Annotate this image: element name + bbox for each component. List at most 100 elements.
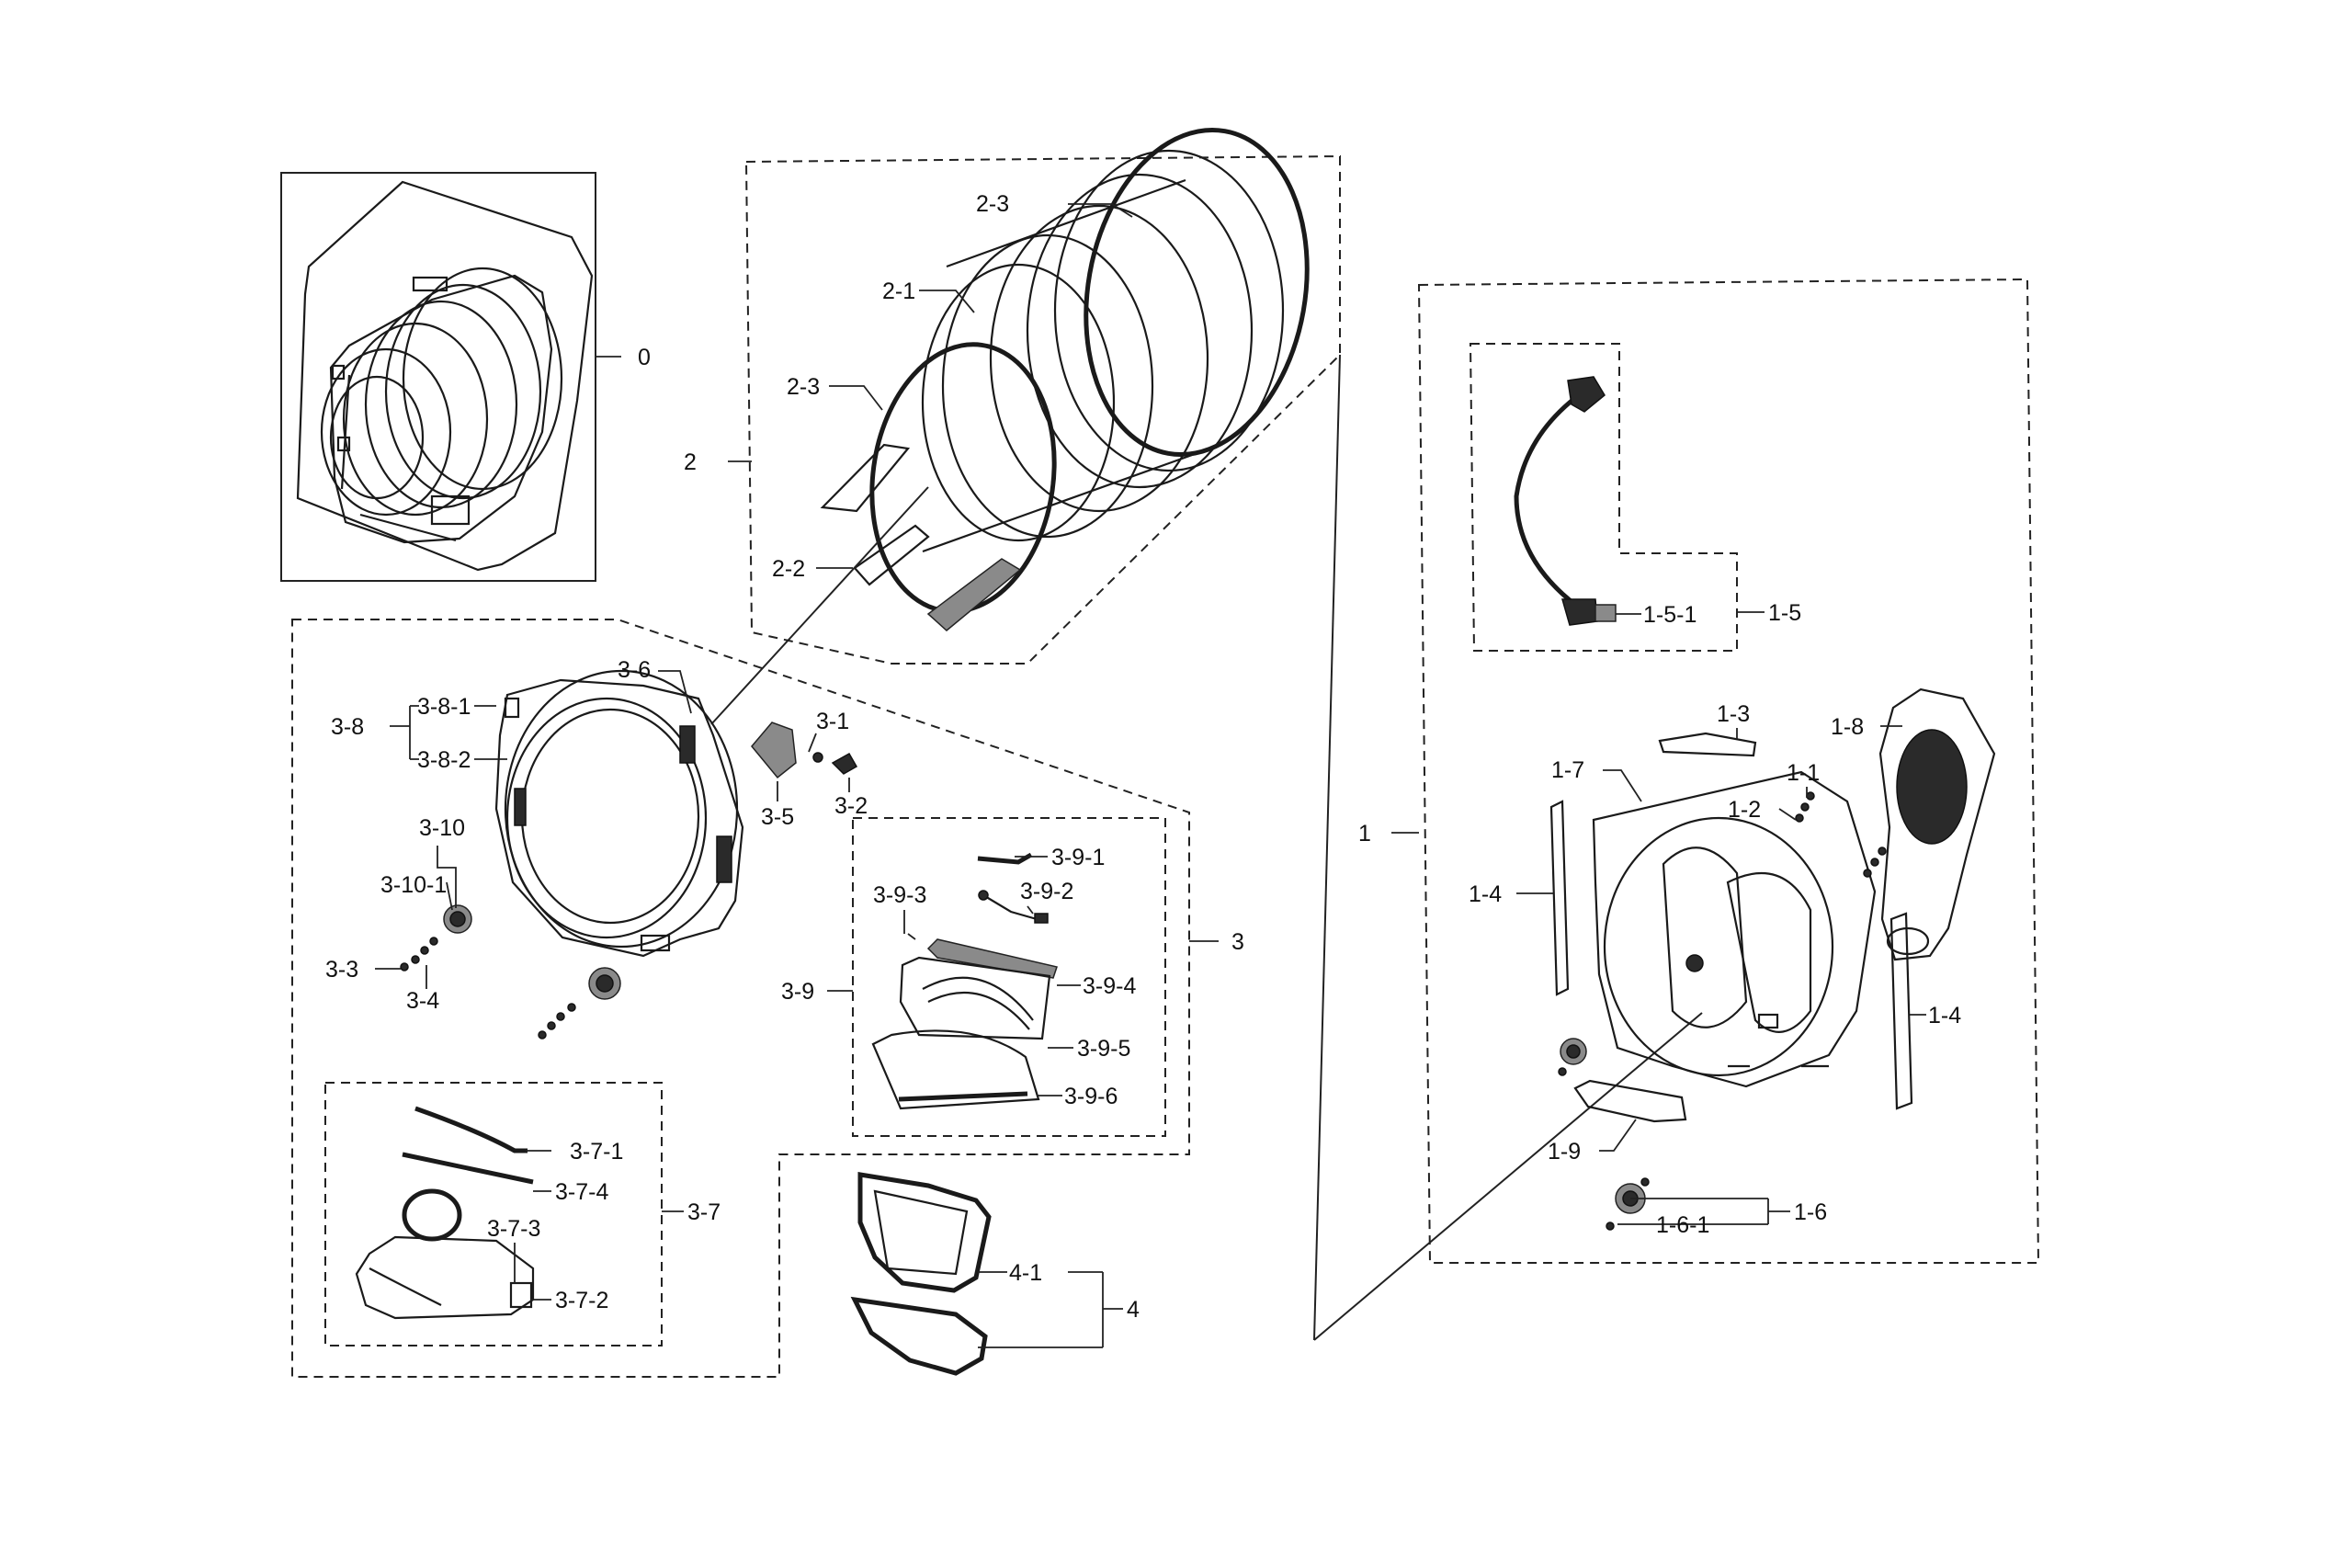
group-0-outline — [296, 180, 594, 572]
label-2-3-top: 2-3 — [976, 191, 1009, 217]
harness-connector-bottom — [1561, 598, 1598, 626]
wire-harness — [1514, 387, 1588, 608]
leader-2-3-left — [829, 385, 883, 411]
label-3-9: 3-9 — [781, 979, 814, 1005]
label-1-7: 1-7 — [1551, 757, 1584, 783]
label-3-9-1: 3-9-1 — [1051, 845, 1105, 870]
duct-ring-seal — [402, 1188, 462, 1242]
latch-clip — [831, 752, 858, 775]
label-2-1: 2-1 — [882, 278, 915, 304]
side-bracket-right — [1889, 912, 1913, 1110]
label-3-7: 3-7 — [687, 1199, 721, 1225]
filter-outer-frame — [857, 1172, 992, 1293]
duct-seal-strip — [402, 1152, 534, 1185]
duct-seal-top — [414, 1106, 528, 1153]
drum-lifter-middle — [853, 524, 930, 586]
label-1-1: 1-1 — [1787, 760, 1820, 786]
front-drum-ring — [869, 342, 1057, 614]
label-4-1: 4-1 — [1009, 1260, 1042, 1286]
connector-to-bearing — [1313, 1012, 1703, 1341]
screw-set-upper — [400, 937, 438, 971]
latch-screw — [812, 752, 823, 763]
drum-lifter-lower — [926, 558, 1022, 631]
group-3-9-frame — [852, 817, 1166, 1137]
label-2-2: 2-2 — [772, 556, 805, 582]
drum-body — [921, 149, 1285, 553]
group-2-drum: 2 2-3 2-1 2-3 2-2 — [684, 128, 1341, 665]
group-3-7-frame — [324, 1082, 663, 1346]
lower-bracket — [1573, 1079, 1687, 1123]
side-bracket-left — [1549, 800, 1570, 996]
bracket-3-8 — [390, 705, 419, 760]
label-3-7-2: 3-7-2 — [555, 1288, 608, 1313]
label-2-3-left: 2-3 — [787, 374, 820, 400]
label-3-9-2: 3-9-2 — [1020, 879, 1073, 904]
label-3-10: 3-10 — [419, 815, 465, 841]
group-3-front: 3 3-6 3-8 — [291, 619, 1244, 1378]
rear-duct-cover — [1878, 687, 1996, 961]
group-1-5-frame — [1469, 343, 1738, 652]
leader-2-1 — [919, 290, 975, 313]
label-3-3: 3-3 — [325, 957, 358, 983]
label-1-5: 1-5 — [1768, 600, 1801, 626]
rear-panel — [1592, 770, 1877, 1088]
filter-sensor-wire — [982, 894, 1038, 921]
group-3-7-duct: 3-7-1 3-7-4 3-7-3 3-7-2 3-7 — [324, 1082, 721, 1346]
filter-guide-housing — [899, 956, 1051, 1040]
connector-drum-to-3 — [710, 486, 929, 725]
group-2-frame — [744, 154, 1341, 665]
duct-body — [355, 1235, 535, 1320]
filter-guide-lower — [871, 1029, 1040, 1110]
bracket-1-6 — [1617, 1198, 1790, 1225]
label-3: 3 — [1231, 929, 1244, 955]
label-1-6-1: 1-6-1 — [1656, 1212, 1709, 1238]
label-1-3: 1-3 — [1717, 701, 1750, 727]
label-3-6: 3-6 — [618, 657, 651, 683]
label-3-2: 3-2 — [834, 793, 868, 819]
label-3-8-2: 3-8-2 — [417, 747, 471, 773]
door-latch — [751, 722, 797, 779]
leader-2-3-top — [1068, 203, 1133, 218]
rear-drum-ring — [1084, 128, 1310, 457]
label-3-5: 3-5 — [761, 804, 794, 830]
label-3-9-3: 3-9-3 — [873, 882, 926, 908]
label-3-7-4: 3-7-4 — [555, 1179, 608, 1205]
group-0-assembly: 0 — [280, 172, 651, 582]
label-3-4: 3-4 — [406, 988, 439, 1014]
filter-inner-screen — [850, 1296, 988, 1376]
label-1-8: 1-8 — [1831, 714, 1864, 740]
label-1-4-left: 1-4 — [1469, 881, 1502, 907]
label-3-9-4: 3-9-4 — [1083, 973, 1136, 999]
group-0-frame — [280, 172, 596, 582]
label-4: 4 — [1127, 1297, 1140, 1323]
label-2: 2 — [684, 449, 697, 475]
label-3-9-6: 3-9-6 — [1064, 1084, 1118, 1109]
group-1-rear: 1 1-5-1 1-5 — [1358, 278, 2040, 1264]
leader-3-6 — [658, 670, 692, 714]
label-1-5-1: 1-5-1 — [1643, 602, 1696, 628]
filter-guide-upper — [926, 938, 1058, 979]
rear-duct-mesh — [1896, 729, 1968, 845]
label-3-1: 3-1 — [816, 709, 849, 734]
label-1: 1 — [1358, 821, 1371, 846]
connector-drum-to-1 — [1313, 354, 1341, 1341]
screw-set-lower — [538, 1003, 576, 1040]
label-1-9: 1-9 — [1548, 1139, 1581, 1165]
group-4-filter: 4-1 4 — [850, 1172, 1140, 1376]
top-bracket — [1658, 732, 1757, 757]
label-0: 0 — [638, 345, 651, 370]
drum-assembly-illustration — [320, 267, 563, 544]
label-3-8: 3-8 — [331, 714, 364, 740]
label-3-8-1: 3-8-1 — [417, 694, 471, 720]
label-1-2: 1-2 — [1728, 797, 1761, 823]
label-1-6: 1-6 — [1794, 1199, 1827, 1225]
group-3-9-filter-housing: 3-9-1 3-9-2 3-9-3 3-9-4 3-9-5 3-9-6 3-9 — [781, 817, 1166, 1137]
label-3-7-3: 3-7-3 — [487, 1216, 540, 1242]
group-3-frame — [291, 619, 1190, 1378]
label-3-10-1: 3-10-1 — [380, 872, 447, 898]
group-1-5-harness: 1-5-1 1-5 — [1469, 343, 1801, 652]
harness-connector-top — [1567, 376, 1606, 413]
bracket-4 — [978, 1271, 1123, 1348]
label-1-4-right: 1-4 — [1928, 1003, 1961, 1028]
